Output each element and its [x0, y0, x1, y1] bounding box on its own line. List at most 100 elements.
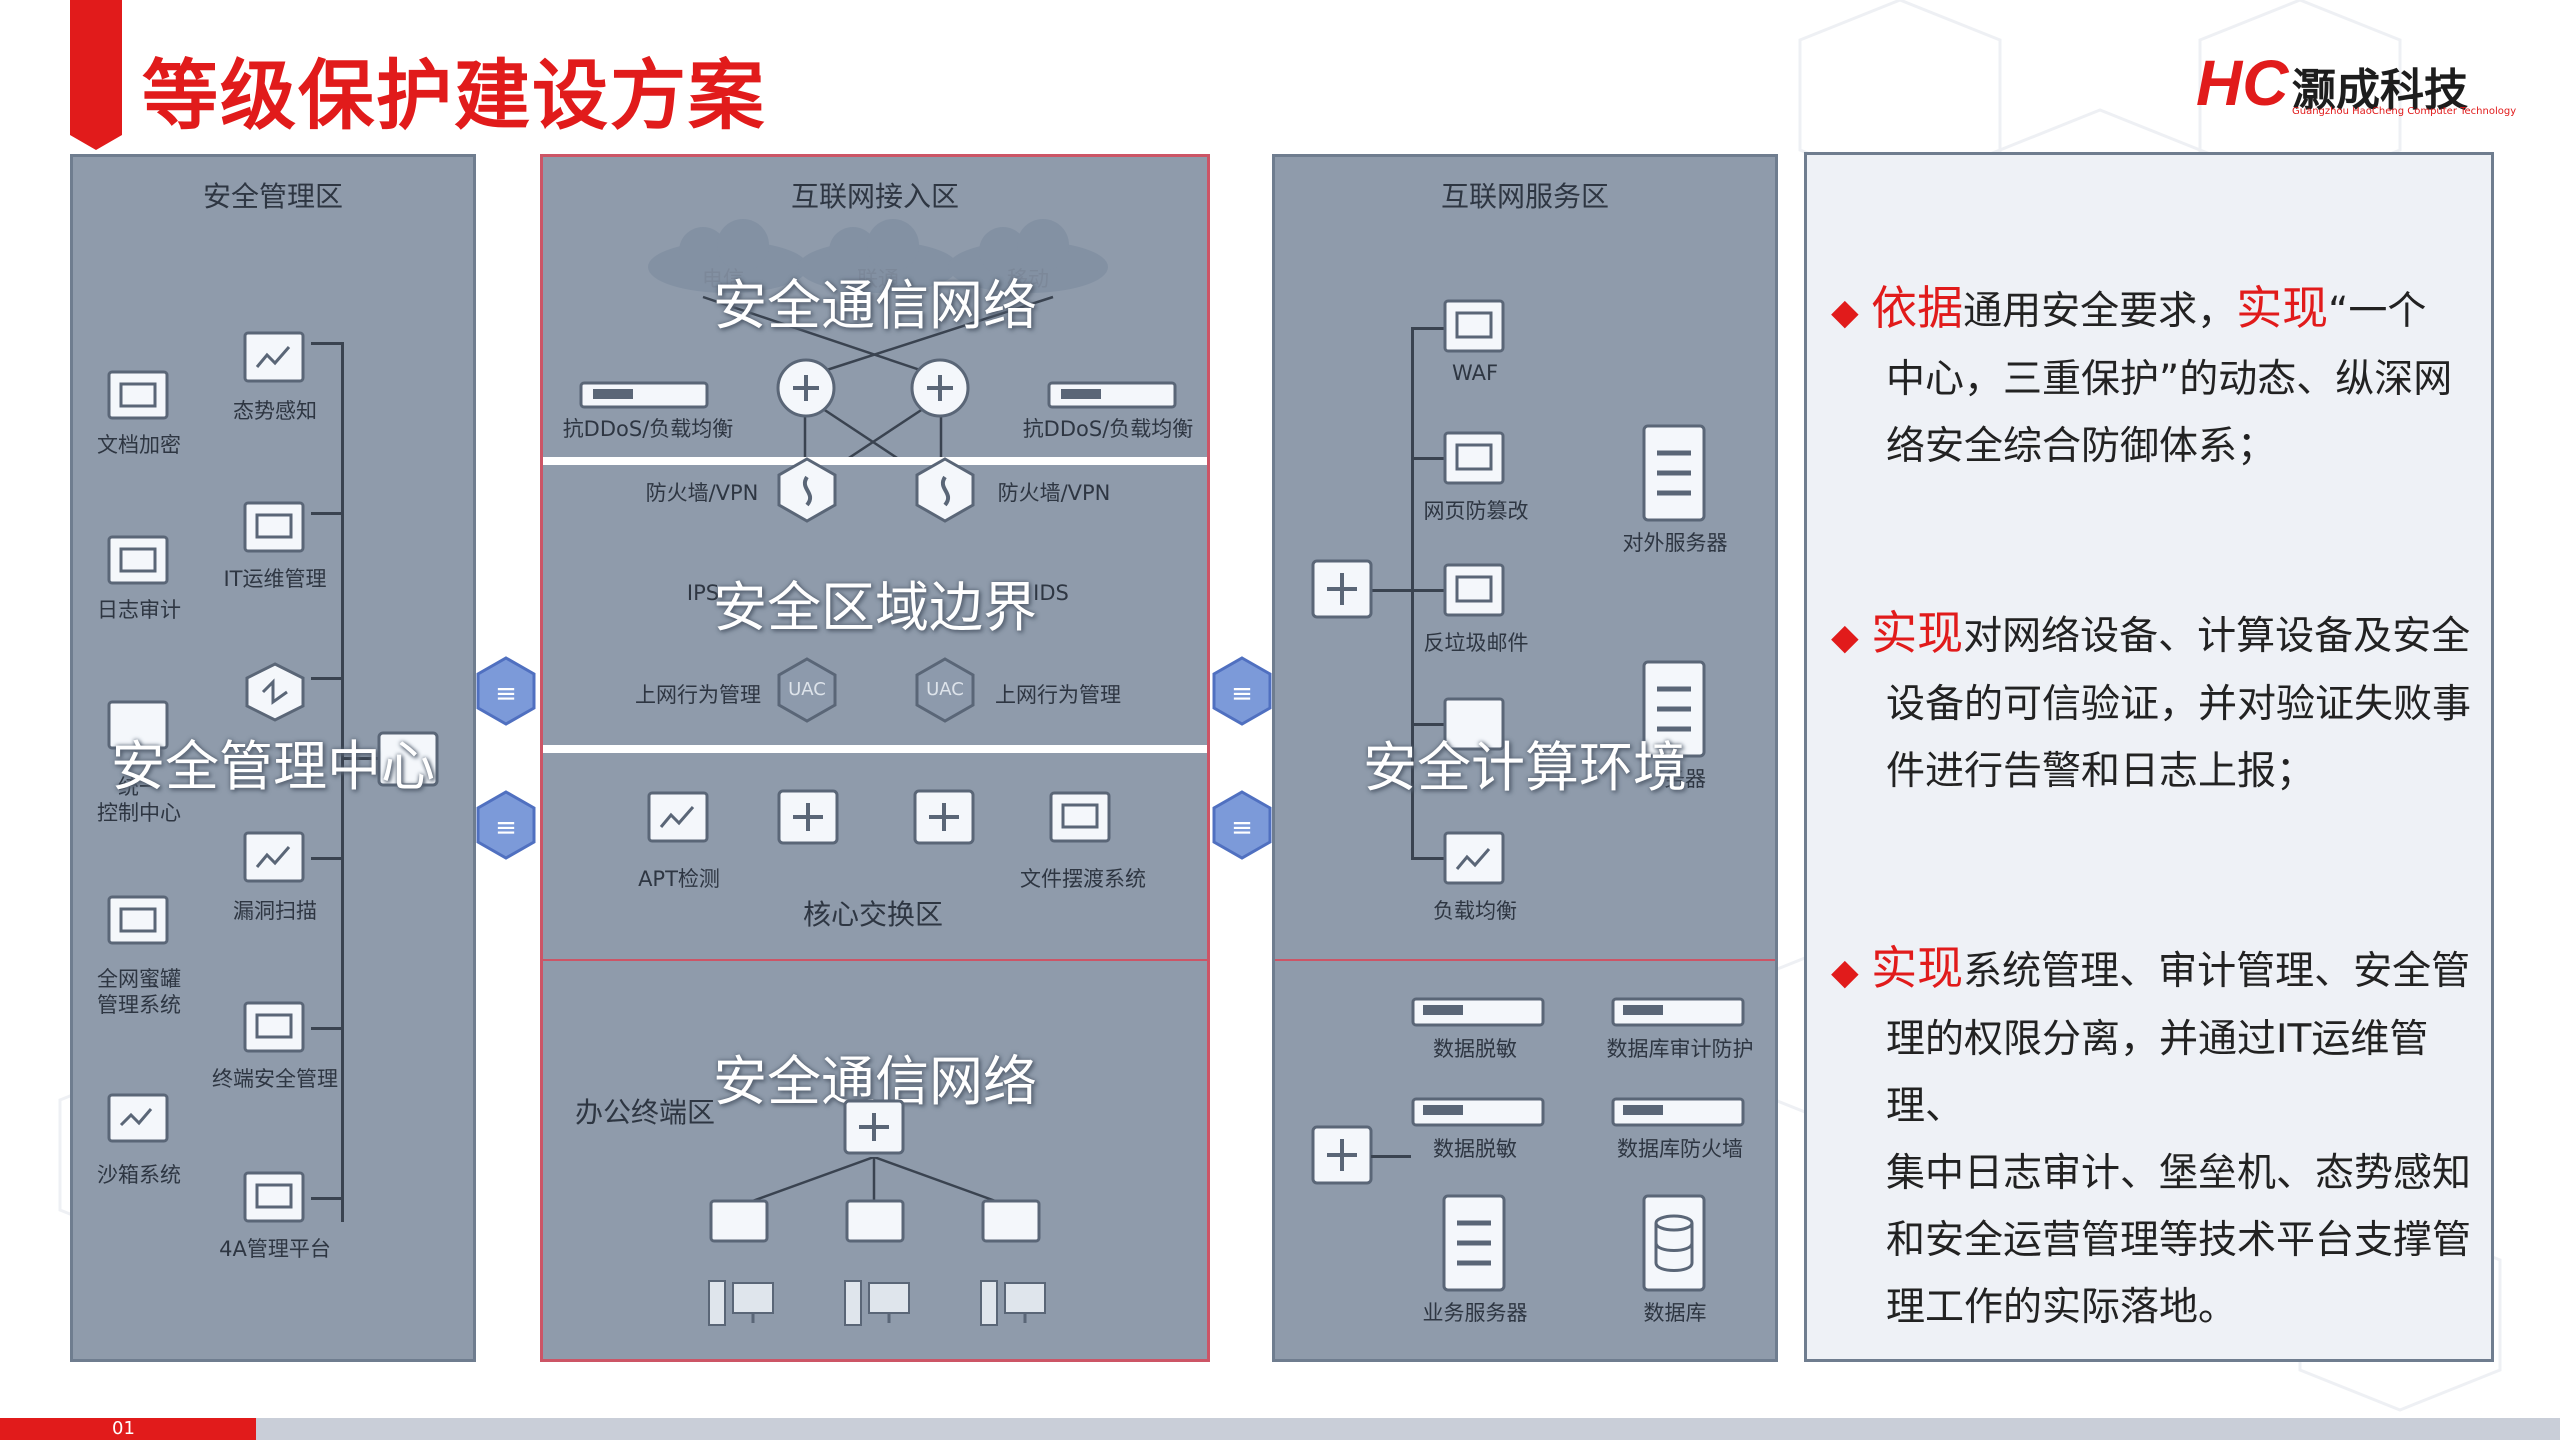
label-waf: WAF: [1451, 361, 1499, 385]
diamond-icon: ◆: [1831, 617, 1859, 658]
bullet-2-line3: 件进行告警和日志上报；: [1886, 749, 2316, 794]
service-switch-icon: [1311, 559, 1373, 619]
label-telecom: 电信: [702, 267, 744, 291]
label-desensitize-2: 数据脱敏: [1433, 1137, 1517, 1161]
footer-bar: [0, 1418, 2560, 1440]
label-sandbox: 沙箱系统: [97, 1163, 181, 1187]
overlay-secure-compute-env: 安全计算环境: [1363, 736, 1687, 799]
bullet-3-line2: 理的权限分离，并通过IT运维管理、: [1886, 1017, 2429, 1129]
service-branch: [1411, 857, 1467, 860]
connector-hex-icon: ≡: [476, 656, 536, 726]
label-office-zone: 办公终端区: [574, 1096, 715, 1129]
label-external-server: 对外服务器: [1622, 531, 1728, 555]
page-title: 等级保护建设方案: [142, 51, 766, 140]
db-switch-icon: [1311, 1125, 1373, 1185]
title-accent-bar: [70, 0, 122, 150]
db-branch: [1371, 1155, 1411, 1158]
bullet-1-line3: 络安全综合防御体系；: [1886, 424, 2277, 469]
service-branch: [1411, 589, 1467, 592]
diamond-icon: ◆: [1831, 292, 1859, 333]
diamond-icon: ◆: [1831, 952, 1859, 993]
label-fw-left: 防火墙/VPN: [645, 481, 759, 505]
office-switch-icon: [843, 1099, 905, 1155]
firewall-icon: [777, 457, 837, 523]
bullet-1-hl2: 实现: [2236, 281, 2329, 335]
waf-icon: [1443, 299, 1505, 353]
firewall-icon: [915, 457, 975, 523]
document-encryption-icon: [107, 370, 169, 420]
description-panel: ◆ 依据通用安全要求，实现“一个 中心，三重保护”的动态、纵深网 络安全综合防御…: [1804, 152, 2494, 1362]
bullet-2: ◆ 实现对网络设备、计算设备及安全 设备的可信验证，并对验证失败事 件进行告警和…: [1831, 600, 2481, 805]
label-fw-right: 防火墙/VPN: [997, 481, 1111, 505]
svg-text:≡: ≡: [1231, 679, 1253, 709]
bullet-3: ◆ 实现系统管理、审计管理、安全管 理的权限分离，并通过IT运维管理、 集中日志…: [1831, 935, 2481, 1341]
core-divider: [543, 959, 1207, 961]
bullet-3-line4: 和安全运营管理等技术平台支撑管: [1886, 1218, 2472, 1263]
terminal-security-icon: [243, 1001, 305, 1053]
bullet-2-t1: 对网络设备、计算设备及安全: [1963, 614, 2471, 659]
label-it-ops: IT运维管理: [223, 567, 327, 591]
label-vuln-scan: 漏洞扫描: [233, 899, 317, 923]
pc-icon: [980, 1280, 1046, 1326]
service-branch: [1411, 327, 1467, 330]
service-bus-line: [1411, 327, 1414, 857]
label-mobile: 移动: [1007, 267, 1049, 291]
label-ids: IDS: [1033, 581, 1069, 605]
page-number: 01: [112, 1418, 135, 1439]
core-switch-icon: [913, 789, 975, 845]
label-situation: 态势感知: [233, 399, 317, 423]
logo-letters: HC: [2196, 47, 2289, 119]
mgmt-branch: [311, 857, 343, 860]
mgmt-branch: [311, 677, 343, 680]
service-branch: [1411, 457, 1467, 460]
access-switch-icon: [845, 1199, 905, 1243]
it-ops-icon: [243, 501, 305, 553]
service-branch: [1371, 589, 1413, 592]
office-links: [735, 1157, 1013, 1209]
bullet-3-hl1: 实现: [1871, 941, 1964, 995]
bullet-3-line3: 集中日志审计、堡垒机、态势感知: [1886, 1151, 2472, 1196]
unified-control-icon: [107, 700, 169, 750]
bullet-2-hl1: 实现: [1871, 606, 1964, 660]
label-ddos-left: 抗DDoS/负载均衡: [562, 417, 734, 441]
overlay-region-boundary: 安全区域边界: [713, 576, 1037, 639]
sandbox-icon: [107, 1093, 169, 1143]
external-server-icon: [1642, 424, 1706, 522]
label-control-center: 控制中心: [97, 801, 181, 825]
db-audit-icon: [1611, 997, 1745, 1027]
footer-page-tab: [0, 1418, 256, 1440]
label-uac-right: UAC: [926, 679, 964, 700]
access-switch-icon: [709, 1199, 769, 1243]
label-behavior-left: 上网行为管理: [635, 683, 761, 707]
internet-zone-title: 互联网接入区: [790, 180, 959, 213]
label-apt: APT检测: [638, 867, 720, 891]
pc-icon: [708, 1280, 774, 1326]
label-doc-encryption: 文档加密: [97, 433, 181, 457]
mgmt-branch: [311, 1027, 343, 1030]
apt-detection-icon: [647, 791, 709, 843]
label-file-ferry: 文件摆渡系统: [1020, 867, 1146, 891]
database-icon: [1642, 1194, 1706, 1292]
svg-text:≡: ≡: [495, 813, 517, 843]
mgmt-zone-title: 安全管理区: [202, 180, 343, 213]
connector-hex-icon: ≡: [1212, 656, 1272, 726]
biz-server-icon: [1442, 1194, 1506, 1292]
svg-text:≡: ≡: [495, 679, 517, 709]
bullet-3-t1: 系统管理、审计管理、安全管: [1963, 949, 2471, 994]
label-db-audit: 数据库审计防护: [1606, 1037, 1754, 1061]
label-unified: 统一: [118, 775, 160, 799]
bullet-1-t2: “一个: [2328, 289, 2427, 334]
log-audit-icon: [107, 535, 169, 585]
label-log-audit: 日志审计: [97, 598, 181, 622]
label-ips: IPS: [686, 581, 720, 605]
router-icon: [776, 358, 836, 418]
bullet-3-line5: 理工作的实际落地。: [1886, 1285, 2238, 1330]
device-icon: [1443, 697, 1505, 751]
ddos-device-icon: [579, 381, 709, 409]
logo: HC 灏成科技 Guangzhou HaoCheng Computer Tech…: [2196, 47, 2516, 122]
cloud-icon: [948, 219, 1108, 293]
bullet-1-t1: 通用安全要求，: [1963, 289, 2237, 334]
4a-platform-icon: [243, 1171, 305, 1223]
overlay-secure-comm-top: 安全通信网络: [713, 274, 1037, 337]
router-links: [702, 295, 1054, 489]
